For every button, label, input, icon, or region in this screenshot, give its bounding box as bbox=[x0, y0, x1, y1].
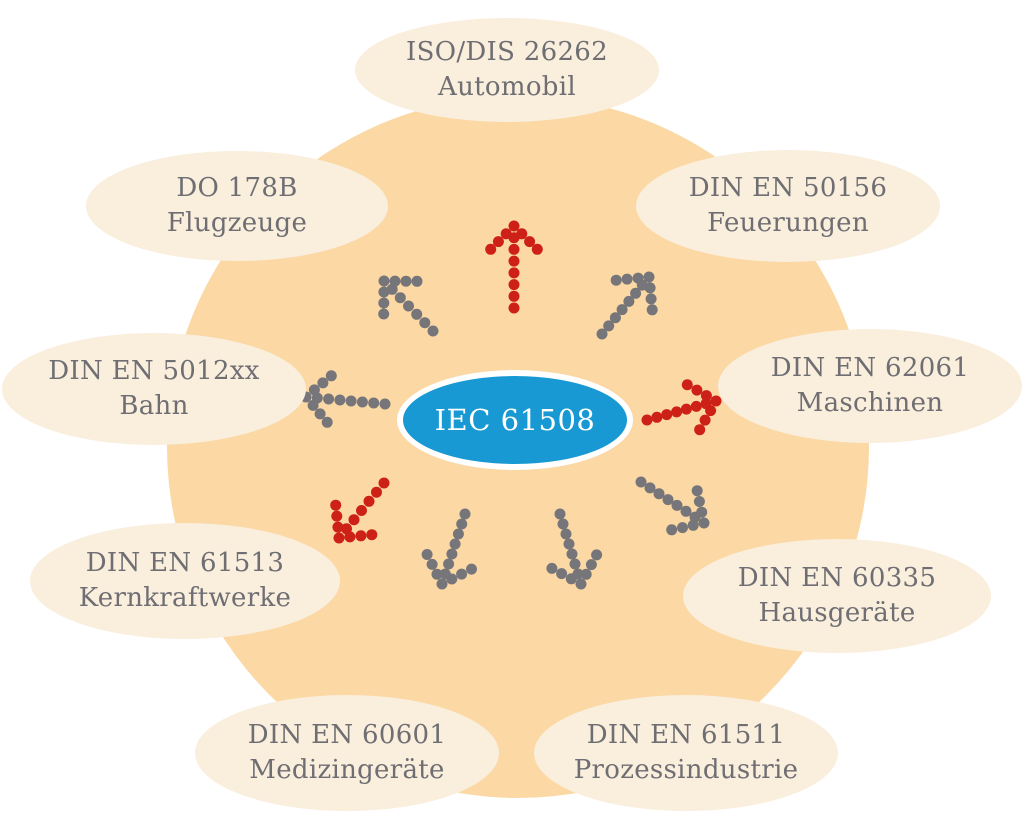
standard-node-do-178b: DO 178B Flugzeuge bbox=[86, 151, 388, 261]
standard-node-label: Kernkraftwerke bbox=[78, 583, 292, 613]
standard-node-label: Bahn bbox=[119, 391, 189, 421]
standard-node-label: Flugzeuge bbox=[166, 208, 308, 238]
dotted-arrow-to-din-en-50156 bbox=[596, 271, 658, 340]
standard-node-label: DIN EN 62061 bbox=[770, 353, 970, 383]
standard-node-label: DIN EN 50156 bbox=[688, 173, 888, 203]
standard-node-label: DO 178B bbox=[176, 173, 298, 203]
dotted-arrow-to-iso-dis-26262 bbox=[485, 220, 543, 314]
standard-node-label: Feuerungen bbox=[707, 208, 869, 238]
standard-node-label: DIN EN 61513 bbox=[85, 548, 285, 578]
center-node-label: IEC 61508 bbox=[434, 403, 596, 437]
dotted-arrow-to-din-en-60601 bbox=[421, 508, 477, 590]
standard-node-label: Maschinen bbox=[796, 388, 944, 418]
standard-node-label: Prozessindustrie bbox=[573, 755, 799, 785]
dotted-arrow-to-din-en-5012xx bbox=[300, 370, 391, 428]
standard-node-label: Hausgeräte bbox=[758, 598, 916, 628]
standard-node-label: ISO/DIS 26262 bbox=[406, 37, 608, 67]
standard-node-label: DIN EN 60335 bbox=[737, 563, 937, 593]
standard-node-label: Medizingeräte bbox=[249, 755, 445, 785]
standard-node-label: DIN EN 60601 bbox=[247, 720, 447, 750]
standard-node-label: Automobil bbox=[438, 72, 576, 102]
dotted-arrow-to-din-en-60335 bbox=[635, 476, 710, 536]
dotted-arrow-to-din-en-62061 bbox=[641, 379, 722, 436]
center-node: IEC 61508 bbox=[397, 370, 633, 470]
dotted-arrow-to-din-en-61511 bbox=[546, 508, 603, 590]
standard-node-label: DIN EN 61511 bbox=[586, 720, 786, 750]
standard-node-label: DIN EN 5012xx bbox=[48, 356, 260, 386]
dotted-arrow-to-do-178b bbox=[378, 275, 439, 337]
dotted-arrow-to-din-en-61513 bbox=[330, 477, 390, 544]
